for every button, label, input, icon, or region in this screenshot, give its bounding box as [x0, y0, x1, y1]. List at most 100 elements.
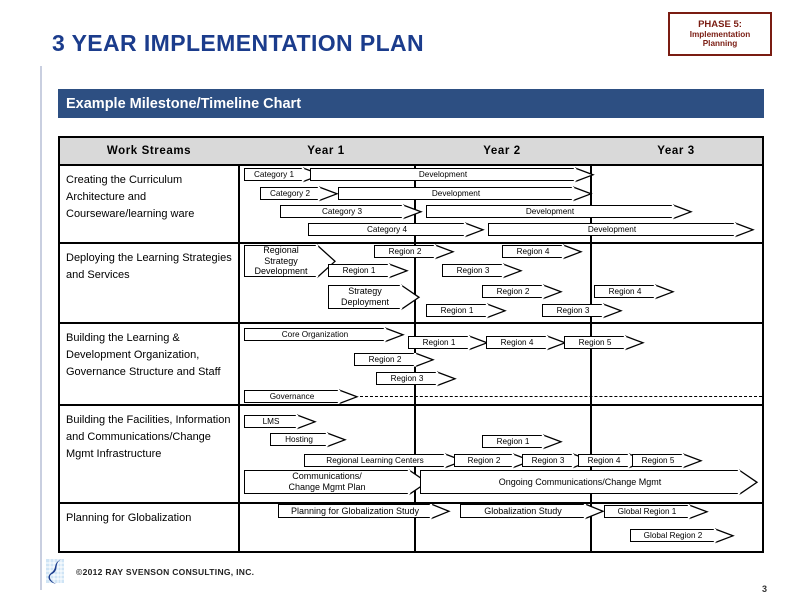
arrow-head-icon	[575, 168, 593, 182]
row-divider	[60, 242, 762, 244]
timeline-arrow-label: Communications/ Change Mgmt Plan	[288, 471, 366, 492]
timeline-arrow: Region 3	[542, 304, 604, 317]
timeline-arrow: Region 2	[354, 353, 416, 366]
arrow-head-icon	[487, 304, 505, 318]
column-divider	[238, 138, 240, 551]
timeline-arrow-label: Region 2	[368, 354, 402, 364]
timeline-arrow: Core Organization	[244, 328, 386, 341]
timeline-arrow: Development	[310, 168, 576, 181]
arrow-head-icon	[735, 223, 753, 237]
timeline-arrow: Region 3	[522, 454, 574, 467]
timeline-arrow-label: Region 3	[556, 305, 590, 315]
arrow-head-icon	[655, 285, 673, 299]
timeline-arrow-label: Region 3	[390, 373, 424, 383]
arrow-head-icon	[585, 504, 603, 519]
work-stream-label: Planning for Globalization	[66, 512, 192, 524]
arrow-head-icon	[739, 470, 757, 495]
timeline-arrow: Regional Learning Centers	[304, 454, 446, 467]
timeline-arrow: Category 2	[260, 187, 320, 200]
timeline-arrow: Category 3	[280, 205, 404, 218]
row-divider	[60, 322, 762, 324]
arrow-head-icon	[401, 285, 419, 310]
arrow-head-icon	[543, 285, 561, 299]
timeline-arrow: Development	[338, 187, 574, 200]
arrow-head-icon	[389, 264, 407, 278]
arrow-head-icon	[465, 223, 483, 237]
timeline-arrow: Global Region 1	[604, 505, 690, 518]
work-stream-label: Building the Learning & Development Orga…	[66, 332, 221, 379]
timeline-arrow: Region 2	[374, 245, 436, 258]
arrow-head-icon	[715, 529, 733, 543]
arrow-head-icon	[547, 336, 565, 350]
timeline-arrow: Region 5	[564, 336, 626, 349]
page-title: 3 YEAR IMPLEMENTATION PLAN	[52, 30, 425, 56]
work-stream-label: Creating the Curriculum Architecture and…	[66, 174, 195, 221]
timeline-arrow-label: Region 5	[641, 455, 675, 465]
page-number: 3	[762, 584, 768, 594]
column-header-year-2: Year 2	[414, 138, 590, 164]
column-header-work-streams: Work Streams	[60, 138, 238, 164]
timeline-arrow: Region 4	[502, 245, 564, 258]
company-logo	[46, 559, 64, 584]
timeline-arrow-label: Globalization Study	[484, 505, 562, 516]
timeline-arrow-label: Region 1	[496, 436, 530, 446]
timeline-arrow-label: Core Organization	[281, 329, 349, 339]
timeline-arrow: Communications/ Change Mgmt Plan	[244, 470, 410, 494]
timeline-arrow: Region 4	[594, 285, 656, 298]
timeline-arrow: Category 4	[308, 223, 466, 236]
timeline-arrow-label: Region 1	[342, 265, 376, 275]
arrow-head-icon	[327, 433, 345, 447]
arrow-head-icon	[297, 415, 315, 429]
column-header-year-3: Year 3	[590, 138, 762, 164]
arrow-head-icon	[385, 328, 403, 342]
timeline-arrow-label: Development	[431, 188, 481, 198]
timeline-arrow: Region 2	[454, 454, 514, 467]
arrow-head-icon	[469, 336, 487, 350]
arrow-head-icon	[573, 187, 591, 201]
arrow-head-icon	[625, 336, 643, 350]
timeline-arrow-label: Region 1	[422, 337, 456, 347]
timeline-arrow-label: Ongoing Communications/Change Mgmt	[498, 476, 662, 487]
timeline-arrow-label: Regional Learning Centers	[326, 455, 424, 465]
timeline-arrow: Strategy Deployment	[328, 285, 402, 309]
timeline-arrow: Development	[426, 205, 674, 218]
timeline-arrow-label: Region 2	[496, 286, 530, 296]
arrow-head-icon	[339, 390, 357, 404]
section-banner: Example Milestone/Timeline Chart	[58, 89, 764, 118]
arrow-head-icon	[403, 205, 421, 219]
arrow-head-icon	[319, 187, 337, 201]
timeline-arrow: Globalization Study	[460, 504, 586, 518]
timeline-arrow-label: Region 2	[388, 246, 422, 256]
arrow-head-icon	[435, 245, 453, 259]
timeline-arrow-label: Global Region 1	[617, 506, 677, 516]
timeline-arrow: Region 1	[482, 435, 544, 448]
timeline-arrow-label: Category 3	[321, 206, 363, 216]
timeline-arrow: Development	[488, 223, 736, 236]
timeline-arrow: Region 1	[328, 264, 390, 277]
timeline-arrow: Region 3	[442, 264, 504, 277]
timeline-arrow: LMS	[244, 415, 298, 428]
row-divider	[60, 404, 762, 406]
arrow-head-icon	[415, 353, 433, 367]
timeline-arrow: Global Region 2	[630, 529, 716, 542]
timeline-arrow: Ongoing Communications/Change Mgmt	[420, 470, 740, 494]
copyright-text: ©2012 RAY SVENSON CONSULTING, INC.	[76, 567, 255, 577]
arrow-head-icon	[683, 454, 701, 468]
timeline-arrow-label: Regional Strategy Development	[254, 245, 308, 277]
arrow-head-icon	[673, 205, 691, 219]
phase-badge-line2: Implementation	[689, 30, 751, 40]
arrow-head-icon	[317, 245, 335, 278]
left-accent-rule	[40, 66, 42, 590]
timeline-arrow: Governance	[244, 390, 340, 403]
timeline-arrow: Category 1	[244, 168, 304, 181]
row-divider	[60, 164, 762, 166]
timeline-arrow: Region 1	[426, 304, 488, 317]
timeline-arrow-label: Planning for Globalization Study	[290, 505, 420, 516]
timeline-arrow-label: Category 4	[366, 224, 408, 234]
phase-badge-line3: Planning	[702, 39, 738, 49]
arrow-head-icon	[689, 505, 707, 519]
column-header-year-1: Year 1	[238, 138, 414, 164]
arrow-head-icon	[543, 435, 561, 449]
